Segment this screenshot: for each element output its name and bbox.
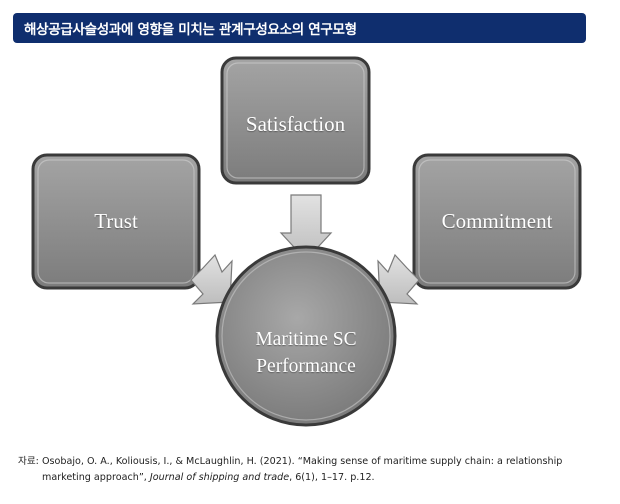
source-citation: 자료: Osobajo, O. A., Koliousis, I., & McL… bbox=[18, 454, 608, 486]
commitment-label: Commitment bbox=[441, 208, 553, 233]
diagram-graphics bbox=[31, 56, 582, 427]
source-volume-pages: , 6(1), 1–17. p.12. bbox=[289, 472, 375, 483]
figure-title-bar: 해상공급사슬성과에 영향을 미치는 관계구성요소의 연구모형 bbox=[13, 13, 586, 43]
commitment-node bbox=[412, 153, 582, 290]
source-journal: Journal of shipping and trade bbox=[149, 472, 290, 483]
performance-label-line1: Maritime SC bbox=[255, 329, 357, 350]
source-authors-title: Osobajo, O. A., Koliousis, I., & McLaugh… bbox=[42, 456, 563, 483]
performance-label-line2: Performance bbox=[256, 356, 356, 377]
source-prefix: 자료: bbox=[18, 456, 39, 467]
figure-title: 해상공급사슬성과에 영향을 미치는 관계구성요소의 연구모형 bbox=[24, 22, 357, 38]
source-text: Osobajo, O. A., Koliousis, I., & McLaugh… bbox=[42, 454, 608, 486]
performance-node bbox=[215, 245, 397, 427]
satisfaction-label: Satisfaction bbox=[245, 111, 346, 136]
trust-label: Trust bbox=[94, 208, 138, 233]
trust-node bbox=[31, 153, 201, 290]
satisfaction-node bbox=[220, 56, 371, 185]
research-model-diagram: Satisfaction Trust Commitment Maritime S… bbox=[0, 50, 620, 440]
